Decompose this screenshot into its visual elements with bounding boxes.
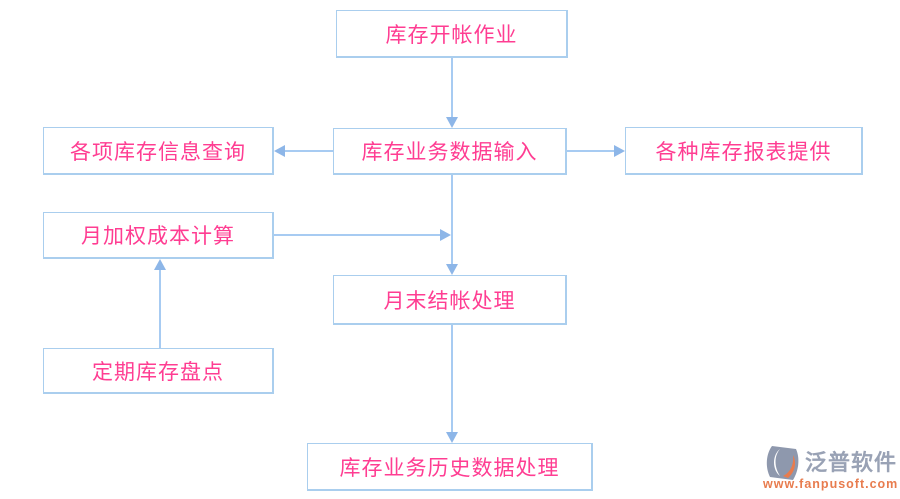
node-history-processing: 库存业务历史数据处理 <box>307 443 593 491</box>
fanpu-logo: 泛普软件 www.fanpusoft.com <box>763 443 899 497</box>
node-business-data-input: 库存业务数据输入 <box>333 128 567 175</box>
arrowhead-right-icon <box>614 145 625 157</box>
node-reports-provide: 各种库存报表提供 <box>625 127 863 175</box>
arrowhead-down-icon <box>446 432 458 443</box>
arrowhead-down-icon <box>446 117 458 128</box>
arrowhead-right-icon <box>440 229 451 241</box>
arrowhead-left-icon <box>274 145 285 157</box>
node-inventory-opening: 库存开帐作业 <box>336 10 568 58</box>
brand-url: www.fanpusoft.com <box>763 477 899 491</box>
node-weighted-cost: 月加权成本计算 <box>43 212 274 259</box>
node-info-query: 各项库存信息查询 <box>43 127 274 175</box>
node-month-end-closing: 月末结帐处理 <box>333 275 567 325</box>
brand-name: 泛普软件 <box>805 450 898 475</box>
arrowhead-down-icon <box>446 264 458 275</box>
arrowhead-up-icon <box>154 259 166 270</box>
fanpu-logo-icon <box>766 446 799 480</box>
node-periodic-stocktake: 定期库存盘点 <box>43 348 274 394</box>
